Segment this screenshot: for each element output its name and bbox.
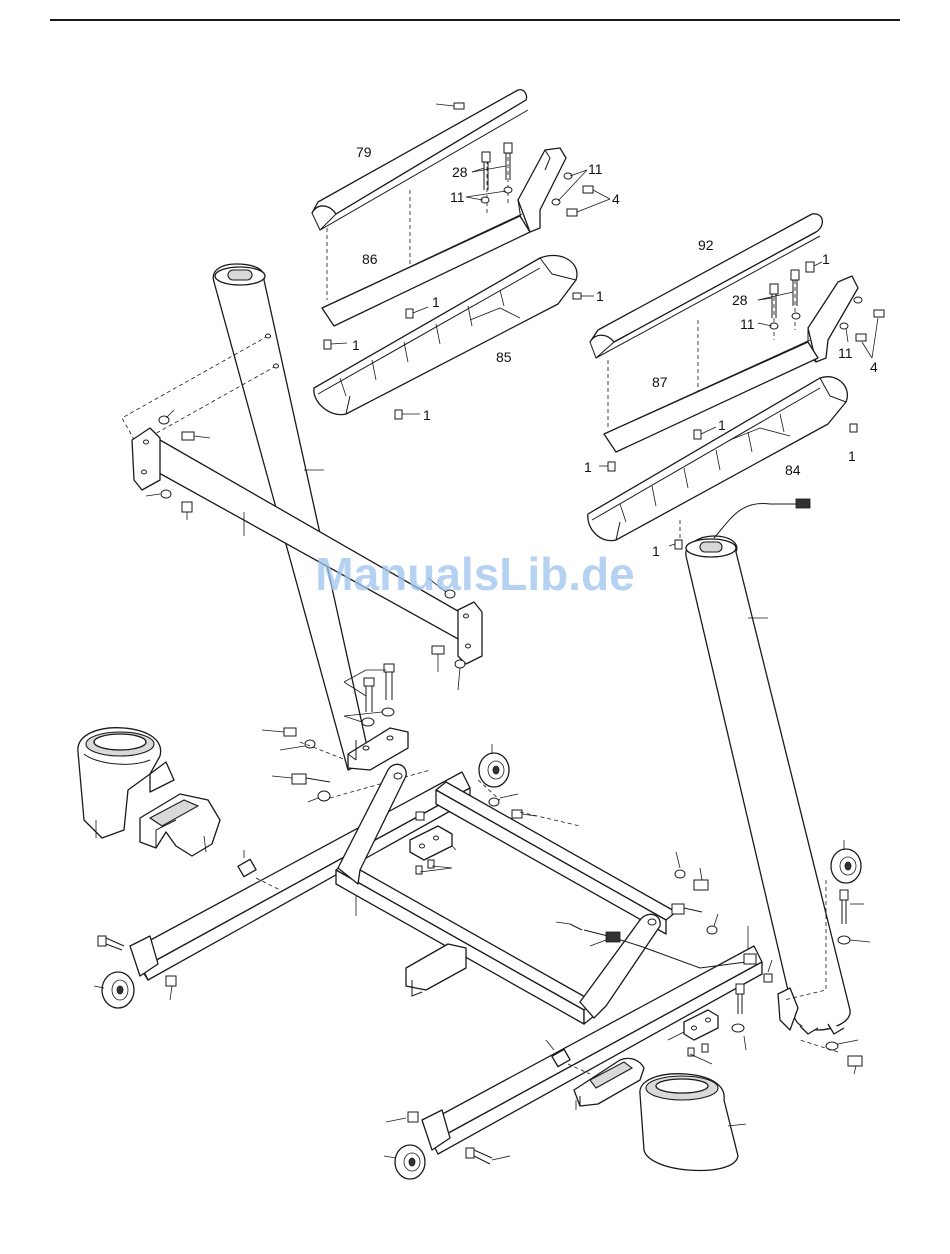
wheel-rear-right bbox=[831, 840, 861, 883]
left-rail-cover bbox=[140, 794, 220, 856]
screw-top-79 bbox=[436, 103, 464, 109]
callout-28-right: 28 bbox=[732, 292, 748, 308]
wheel-front-right bbox=[384, 1145, 425, 1179]
callout-86: 86 bbox=[362, 251, 378, 267]
callout-4-right: 4 bbox=[870, 359, 878, 375]
bolts-28-left bbox=[472, 143, 512, 190]
callout-1-c: 1 bbox=[352, 337, 360, 353]
handrail-cap-92 bbox=[590, 214, 822, 342]
callout-1-f: 1 bbox=[718, 417, 726, 433]
callout-79: 79 bbox=[356, 144, 372, 160]
callout-92: 92 bbox=[698, 237, 714, 253]
callout-85: 85 bbox=[496, 349, 512, 365]
wheel-rear-left bbox=[479, 744, 509, 787]
callout-11-left-top: 11 bbox=[588, 161, 603, 177]
callout-1-i: 1 bbox=[652, 543, 660, 559]
callout-4-left: 4 bbox=[612, 191, 620, 207]
callout-1-g: 1 bbox=[584, 459, 592, 475]
callout-1-e: 1 bbox=[822, 251, 830, 267]
callout-1-h: 1 bbox=[848, 448, 856, 464]
callout-1-b: 1 bbox=[596, 288, 604, 304]
callout-11-left: 11 bbox=[450, 189, 465, 205]
callout-1-d: 1 bbox=[423, 407, 431, 423]
callout-28-left: 28 bbox=[452, 164, 468, 180]
bolts-28-right bbox=[758, 270, 799, 318]
callout-11-right-b: 11 bbox=[838, 345, 853, 361]
right-upright-cover bbox=[640, 1074, 746, 1171]
handrail-cap-79 bbox=[312, 90, 527, 214]
callout-87: 87 bbox=[652, 374, 668, 390]
handrail-bracket-left bbox=[518, 148, 566, 232]
callout-11-right: 11 bbox=[740, 316, 755, 332]
callout-1-a: 1 bbox=[432, 294, 440, 310]
handrail-housing-85 bbox=[314, 255, 577, 414]
watermark: ManualsLib.de bbox=[315, 548, 634, 600]
callout-84: 84 bbox=[785, 462, 801, 478]
right-upright bbox=[686, 499, 850, 1034]
wheel-front-left bbox=[94, 972, 134, 1008]
left-handrail-assembly bbox=[312, 90, 610, 419]
right-handrail-assembly bbox=[588, 214, 884, 549]
